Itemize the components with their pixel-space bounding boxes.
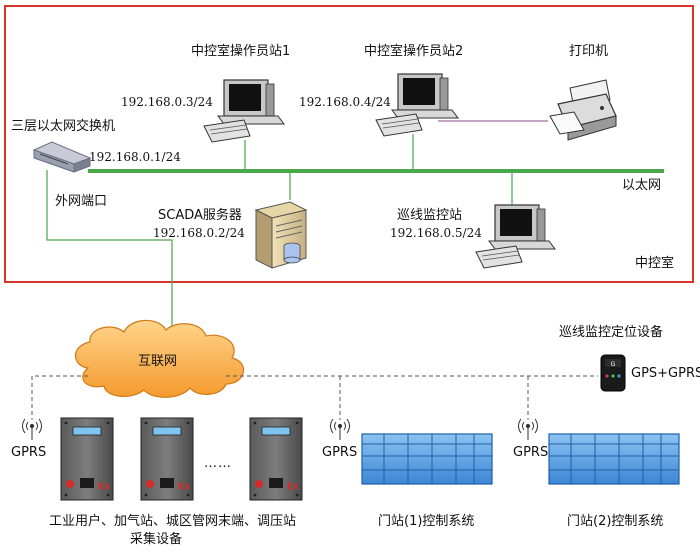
workstation1-name: 中控室操作员站1	[191, 44, 291, 59]
rtu-cabinet-icon: Ex	[60, 417, 114, 501]
gprs-label-1: GPRS	[11, 445, 47, 460]
control-room-frame	[4, 5, 694, 283]
server-ip: 192.168.0.2/24	[153, 226, 245, 240]
svg-text:Ex: Ex	[287, 482, 299, 492]
switch-ip: 192.168.0.1/24	[89, 150, 181, 164]
gprs-antenna-icon	[330, 418, 350, 440]
wan-link	[46, 170, 173, 336]
workstation2-name: 中控室操作员站2	[364, 44, 464, 59]
patrol-station-name: 巡线监控站	[397, 208, 463, 223]
workstation1-icon	[203, 79, 285, 143]
switch-name: 三层以太网交换机	[11, 119, 116, 134]
patrol-station-ip: 192.168.0.5/24	[390, 226, 482, 240]
printer-icon	[549, 79, 617, 141]
patrol-station-icon	[475, 204, 556, 269]
internet-cloud	[74, 319, 244, 398]
gate-station2-label: 门站(2)控制系统	[567, 514, 664, 529]
server-name: SCADA服务器	[158, 208, 242, 223]
gprs-antenna-icon	[518, 418, 538, 440]
gps-device-icon: G	[600, 354, 626, 392]
svg-text:G: G	[611, 361, 616, 368]
rtu-cabinet-icon: Ex	[249, 417, 303, 501]
workstation2-icon	[375, 73, 459, 137]
gps-gprs-label: GPS+GPRS	[631, 366, 700, 381]
workstation1-ip: 192.168.0.3/24	[121, 95, 213, 109]
svg-text:Ex: Ex	[98, 482, 110, 492]
plc-rack-icon	[548, 433, 680, 485]
svg-text:Ex: Ex	[178, 482, 190, 492]
internet-links	[31, 375, 598, 420]
gate-station1-label: 门站(1)控制系统	[378, 514, 475, 529]
gprs-label-3: GPRS	[513, 445, 549, 460]
gprs-antenna-icon	[22, 418, 42, 440]
workstation2-ip: 192.168.0.4/24	[299, 95, 391, 109]
internet-label: 互联网	[138, 354, 178, 369]
patrol-device-title: 巡线监控定位设备	[559, 325, 664, 340]
ethernet-label: 以太网	[622, 178, 662, 193]
control-room-label: 中控室	[635, 256, 675, 271]
rtu-cabinet-icon: Ex	[140, 417, 194, 501]
switch-icon	[32, 141, 92, 173]
server-icon	[254, 201, 308, 269]
printer-name: 打印机	[569, 44, 609, 59]
wan-port-label: 外网端口	[55, 194, 108, 209]
rtu-group-label-line1: 工业用户、加气站、城区管网末端、调压站	[49, 514, 297, 529]
plc-rack-icon	[361, 433, 493, 485]
gprs-label-2: GPRS	[322, 445, 358, 460]
rtu-ellipsis: ……	[204, 456, 232, 471]
rtu-group-label-line2: 采集设备	[130, 532, 183, 547]
